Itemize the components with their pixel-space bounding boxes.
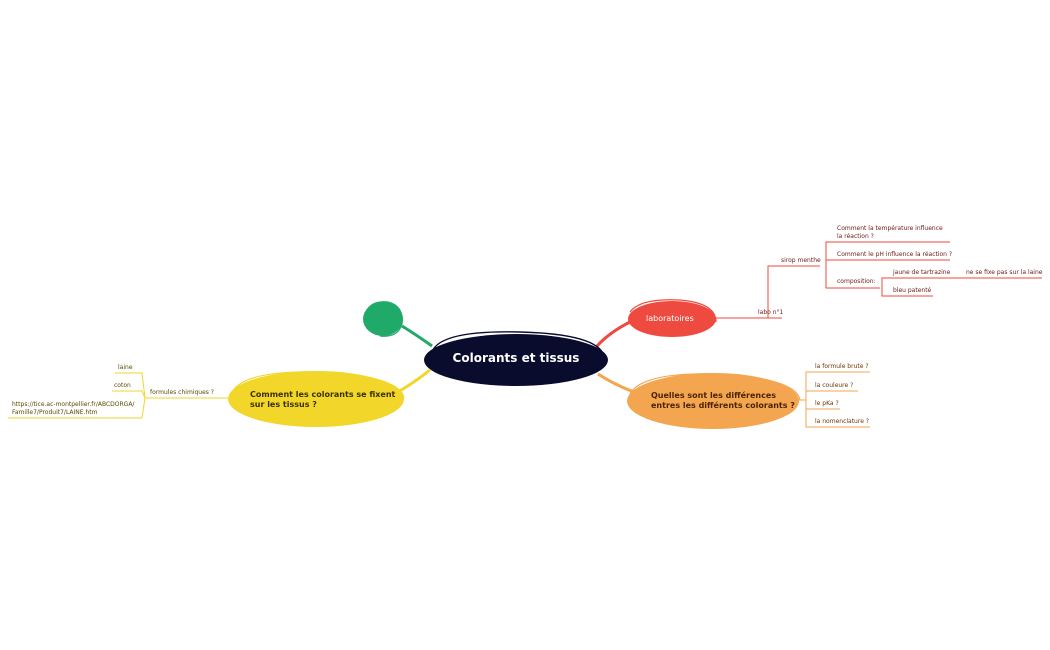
differences-label-line2: entres les différents colorants ? (651, 401, 795, 410)
center-node-outline (431, 331, 605, 357)
temperature-topic[interactable]: Comment la température influence la réac… (837, 225, 943, 240)
sirop-topic[interactable]: sirop menthe (781, 257, 821, 264)
connector-center-green (401, 324, 433, 348)
bleu-topic[interactable]: bleu patenté (893, 287, 932, 294)
diff-item-2[interactable]: le pKa ? (815, 400, 839, 407)
labo-node[interactable] (628, 301, 716, 337)
fixent-label-line2: sur les tissus ? (250, 400, 317, 409)
labo-node-outline (629, 299, 717, 323)
diff-item-0[interactable]: la formule brute ? (815, 363, 869, 370)
connector-composition-children (881, 277, 890, 297)
connector-formules-children (8, 372, 146, 419)
connector-center-labo (595, 320, 631, 348)
differences-node[interactable] (627, 373, 799, 429)
laine-topic[interactable]: laine (118, 364, 133, 371)
center-title: Colorants et tissus (452, 351, 580, 365)
connector-labo1-sirop (767, 265, 780, 318)
formules-topic[interactable]: formules chimiques ? (150, 389, 214, 396)
connector-center-differences (597, 372, 635, 394)
jaune-topic[interactable]: jaune de tartrazine (893, 269, 951, 276)
connector-sirop-children (825, 241, 834, 289)
composition-topic[interactable]: composition: (837, 278, 876, 285)
differences-label-line1: Quelles sont les différences (651, 391, 777, 400)
diff-item-3[interactable]: la nomenclature ? (815, 418, 869, 425)
labo-label: laboratoires (646, 314, 694, 323)
center-node[interactable] (424, 334, 608, 386)
diff-item-1[interactable]: la couleure ? (815, 382, 854, 389)
fixent-node[interactable] (228, 371, 404, 427)
green-node[interactable] (363, 302, 403, 336)
labo1-topic[interactable]: labo n°1 (758, 309, 784, 316)
fixent-label-line1: Comment les colorants se fixent (250, 390, 396, 399)
ph-topic[interactable]: Comment le pH influence la réaction ? (837, 251, 953, 258)
url-topic-line2[interactable]: Famille7/Produit7/LAINE.htm (12, 409, 98, 416)
coton-topic[interactable]: coton (114, 382, 131, 389)
differences-node-outline (629, 373, 801, 401)
connector-differences-items (798, 371, 812, 428)
green-node-outline (364, 301, 403, 337)
connector-center-fixent (397, 368, 431, 394)
jaune-note-topic[interactable]: ne se fixe pas sur la laine (966, 269, 1043, 276)
fixent-node-outline (231, 371, 405, 399)
url-topic-line1[interactable]: https://tice.ac-montpellier.fr/ABCDORGA/ (12, 401, 135, 408)
